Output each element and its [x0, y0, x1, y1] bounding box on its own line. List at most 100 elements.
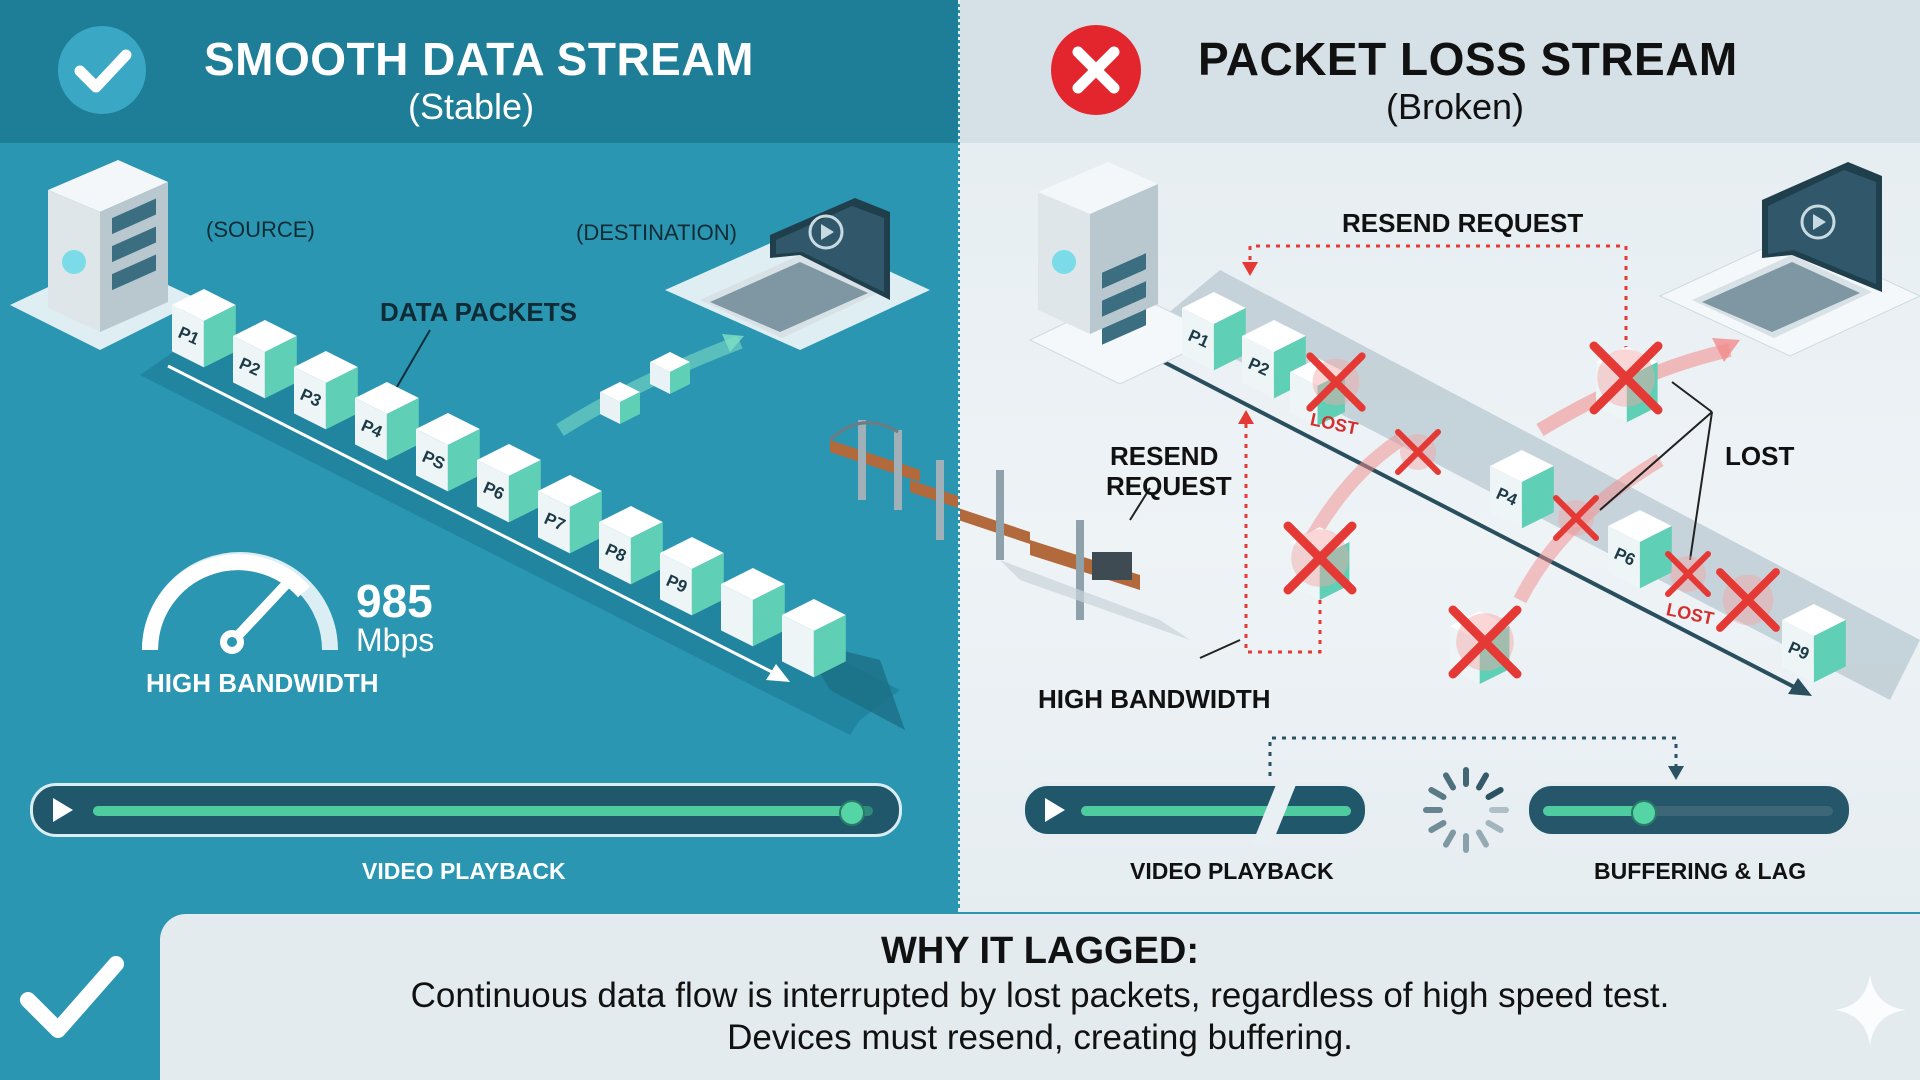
resend-side-label-2: REQUEST [1106, 471, 1232, 501]
packet-loss-panel: PACKET LOSS STREAM (Broken) [960, 0, 1920, 912]
packet-loss-header: PACKET LOSS STREAM (Broken) [960, 0, 1920, 143]
resend-pointer [1129, 487, 1151, 521]
bridge-icon [960, 470, 1190, 640]
play-icon[interactable] [1045, 798, 1065, 822]
buffering-knob[interactable] [1630, 800, 1657, 826]
server-icon [48, 160, 168, 332]
lost-label: LOST [1725, 441, 1795, 471]
lost-pointer [1689, 411, 1713, 561]
smooth-data-packet: P1 [172, 289, 236, 368]
server-icon [1038, 162, 1158, 345]
bridge-icon [910, 460, 958, 540]
loading-spinner-icon [1423, 767, 1509, 853]
loss-flow-line [1159, 358, 1801, 692]
buffering-link-head [1668, 766, 1684, 780]
lost-pointer [1671, 381, 1713, 413]
delivery-trail [556, 335, 743, 436]
sparkle-icon [1834, 974, 1906, 1046]
lagged-playback-fill [1081, 806, 1351, 816]
smooth-data-packet: P7 [538, 475, 602, 554]
smooth-data-packet [721, 568, 785, 647]
delivered-packet [650, 352, 690, 394]
lost-packet-x-icon [1306, 352, 1366, 412]
left-playback-label: VIDEO PLAYBACK [362, 858, 566, 884]
delivered-packet [600, 382, 640, 424]
checkmark-icon [20, 956, 124, 1038]
source-label: (SOURCE) [206, 217, 315, 242]
smooth-stream-header: SMOOTH DATA STREAM (Stable) [0, 0, 958, 143]
flow-arrow-line [167, 364, 781, 678]
smooth-data-packet: P8 [599, 506, 663, 585]
speed-value: 985 [356, 575, 433, 627]
play-icon[interactable] [53, 798, 73, 822]
lost-packet-x-icon [1665, 551, 1711, 597]
laptop-icon [1692, 162, 1882, 338]
packets-pointer [393, 329, 431, 393]
smooth-data-packet: P3 [294, 351, 358, 430]
stream-band [140, 330, 900, 735]
delivery-arrow-head [722, 334, 744, 352]
speed-unit: Mbps [356, 622, 435, 658]
panel-divider [958, 0, 961, 912]
loss-data-packet: P1 [1182, 292, 1246, 371]
lost-packet-x-icon [1553, 495, 1599, 541]
right-bandwidth-label: HIGH BANDWIDTH [1038, 684, 1271, 714]
lost-packet-x-icon [1589, 341, 1663, 415]
smooth-playback-fill [93, 806, 850, 816]
left-bandwidth-label: HIGH BANDWIDTH [146, 668, 379, 698]
buffering-player[interactable] [1526, 783, 1852, 837]
smooth-data-packet: P2 [233, 320, 297, 399]
smooth-stream-diagram [10, 160, 958, 735]
loss-data-packet: P4 [1490, 450, 1554, 529]
smooth-playback-track[interactable] [93, 800, 873, 826]
explanation-line-1: Continuous data flow is interrupted by l… [410, 976, 1670, 1015]
smooth-stream-title: SMOOTH DATA STREAM [204, 33, 754, 85]
smooth-stream-panel: SMOOTH DATA STREAM (Stable) [0, 0, 958, 912]
resend-top-path [1248, 244, 1628, 380]
smooth-data-packet: P4 [355, 382, 419, 461]
smooth-playback-knob[interactable] [838, 800, 865, 826]
lost-pointer [1599, 411, 1713, 511]
explanation-title: WHY IT LAGGED: [880, 930, 1200, 972]
loss-data-packet: P9 [1782, 604, 1846, 683]
bridge-icon [828, 420, 920, 510]
resend-trail-head [1712, 338, 1740, 362]
buffering-label: BUFFERING & LAG [1594, 858, 1807, 884]
smooth-data-packet: P6 [477, 444, 541, 523]
x-circle-icon [1051, 25, 1141, 115]
buffering-link-path [1268, 736, 1678, 776]
resend-top-label: RESEND REQUEST [1342, 208, 1584, 238]
data-packets-label: DATA PACKETS [380, 297, 577, 327]
explanation-box: WHY IT LAGGED: Continuous data flow is i… [160, 914, 1920, 1080]
buffering-fill [1543, 806, 1642, 816]
explanation-line-2: Devices must resend, creating buffering. [727, 1018, 1353, 1057]
check-circle-icon [58, 26, 146, 114]
resend-side-label-1: RESEND [1110, 441, 1219, 471]
packet-loss-title: PACKET LOSS STREAM [1198, 33, 1738, 85]
smooth-data-packet: PS [416, 413, 480, 492]
loss-flow-head [1788, 678, 1812, 696]
bandwidth-pointer [1199, 639, 1241, 659]
packet-loss-subtitle: (Broken) [1386, 86, 1525, 127]
laptop-icon [700, 198, 890, 338]
destination-label: (DESTINATION) [576, 220, 737, 245]
right-playback-label: VIDEO PLAYBACK [1130, 858, 1334, 884]
resend-side-arrowhead [1238, 410, 1254, 424]
lagged-playback-track[interactable] [1081, 806, 1351, 816]
loss-data-packet: P6 [1608, 510, 1672, 589]
smooth-video-player[interactable] [30, 783, 902, 837]
buffering-track[interactable] [1543, 800, 1833, 826]
lagged-video-player[interactable] [1022, 780, 1368, 844]
resend-trail [1513, 453, 1664, 604]
flow-arrow-head [766, 664, 790, 682]
smooth-stream-subtitle: (Stable) [408, 86, 535, 127]
lost-packet-x-icon [1283, 521, 1357, 595]
lost-packet-x-icon [1395, 429, 1441, 475]
smooth-data-packet [782, 599, 846, 678]
speedometer-icon [142, 552, 338, 654]
smooth-data-packet: P9 [660, 537, 724, 616]
lost-packet-x-icon [1716, 568, 1780, 632]
resend-top-arrowhead [1242, 262, 1258, 276]
